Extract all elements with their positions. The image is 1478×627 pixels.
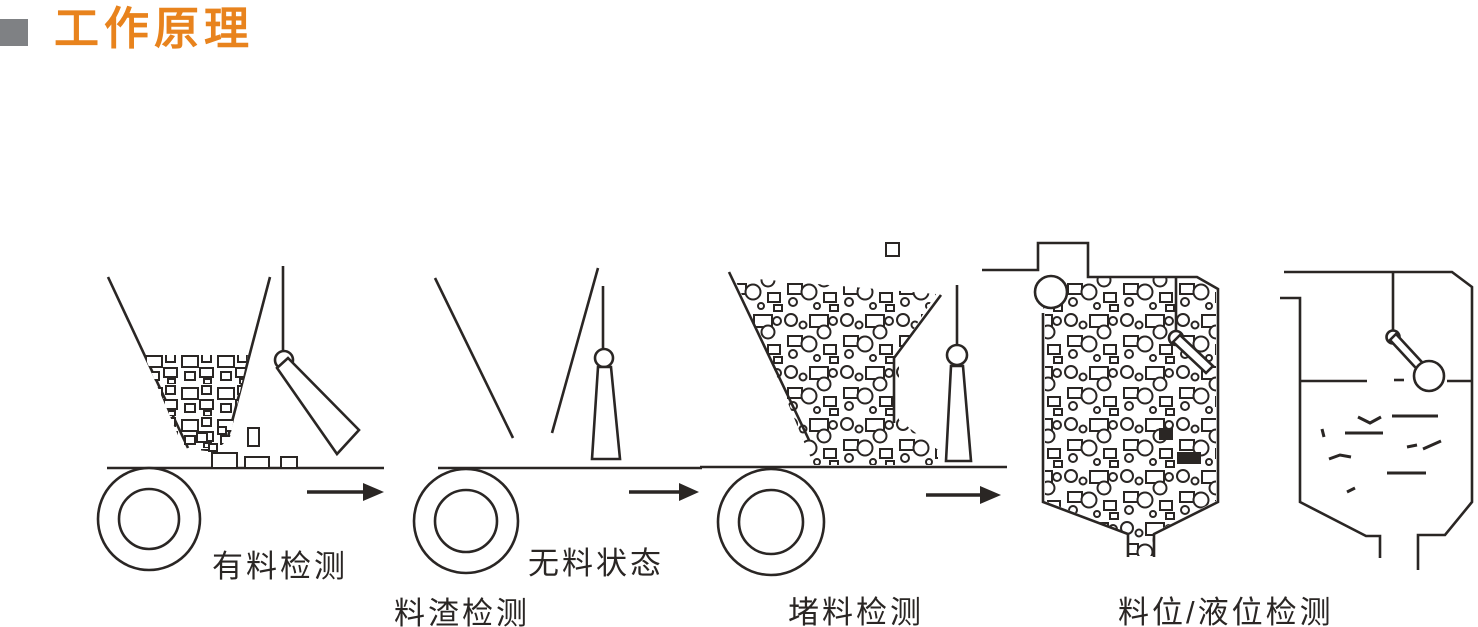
float-level-sensor — [1385, 272, 1446, 393]
flow-arrow — [629, 483, 699, 501]
dark-particle — [1177, 452, 1201, 464]
sensor-paddle-tilted — [1171, 333, 1215, 375]
hopper-left-wall — [433, 277, 515, 439]
material-on-belt — [211, 452, 298, 469]
sensor-paddle-tilted — [275, 356, 361, 457]
hopper-right-wall — [892, 294, 943, 423]
scene-material-present — [96, 266, 384, 572]
label-level-detection: 料位/液位检测 — [1118, 595, 1334, 627]
inlet-particle — [1033, 274, 1069, 310]
conveyor-roller — [412, 467, 520, 575]
scene-level-solid — [982, 241, 1220, 557]
conveyor-roller — [716, 467, 826, 577]
liquid-dashes — [1320, 414, 1442, 494]
page-title: 工作原理 — [54, 3, 255, 54]
flow-arrow — [307, 483, 384, 501]
hopper-left-wall — [727, 271, 811, 441]
tank-left-outline — [1280, 296, 1382, 558]
swing-probe-sensor — [273, 266, 361, 457]
swing-probe-sensor — [944, 285, 973, 463]
sensor-paddle-vertical — [590, 365, 622, 461]
section-bullet-icon — [0, 19, 28, 46]
sensor-pivot — [593, 347, 615, 369]
sensor-pivot — [945, 343, 969, 367]
tank-right-outline — [1284, 270, 1474, 570]
falling-material — [196, 426, 260, 452]
label-no-material: 无料状态 — [528, 546, 664, 581]
dark-particle — [1159, 428, 1173, 440]
material-particles — [734, 277, 938, 465]
level-probe-sensor — [1167, 277, 1215, 375]
swing-probe-sensor — [590, 286, 622, 461]
conveyor-roller — [96, 466, 202, 572]
label-blockage: 堵料检测 — [788, 595, 924, 627]
liquid-surface — [1300, 378, 1472, 383]
flow-arrow — [926, 486, 1001, 504]
label-residue-detection: 料渣检测 — [394, 596, 530, 627]
tank-right-outline-with-inlet — [982, 241, 1220, 557]
sensor-paddle-vertical — [944, 364, 973, 463]
hopper-right-wall — [550, 267, 600, 434]
scene-no-material — [412, 267, 702, 575]
sensor-float-ball — [1412, 359, 1446, 393]
scene-blockage — [700, 242, 1007, 577]
falling-material — [885, 242, 900, 257]
material-particles — [1041, 278, 1216, 556]
label-material-present: 有料检测 — [212, 549, 348, 584]
tank-left-outline — [1041, 313, 1130, 557]
scene-level-liquid — [1280, 270, 1474, 570]
